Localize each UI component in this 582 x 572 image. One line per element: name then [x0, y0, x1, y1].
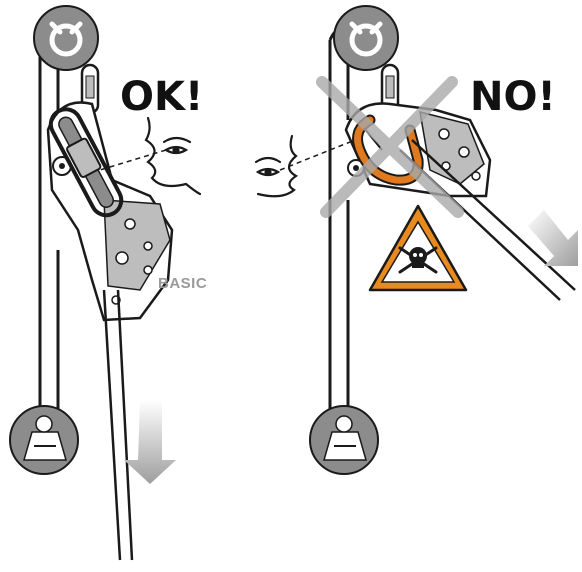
label-correct: OK!	[120, 74, 203, 120]
label-incorrect: NO!	[470, 74, 556, 120]
down-arrow-icon	[124, 400, 176, 484]
sight-line-left	[100, 150, 166, 170]
label-device-model: BASIC	[158, 275, 207, 292]
top-anchor-icon	[34, 6, 98, 70]
rope-strand-left	[104, 290, 132, 560]
face-eye-icon	[146, 118, 200, 194]
panel-incorrect: NO!	[256, 6, 578, 474]
skull-warning-icon	[370, 206, 466, 290]
panel-correct: OK! BASIC	[10, 6, 207, 560]
top-anchor-icon	[334, 6, 398, 70]
rope-clamp-device-left	[46, 102, 172, 320]
pulley-anchor-icon	[10, 406, 78, 474]
rope-loop-left	[40, 40, 58, 410]
down-arrow-icon	[528, 210, 578, 266]
pulley-anchor-icon	[310, 406, 378, 474]
